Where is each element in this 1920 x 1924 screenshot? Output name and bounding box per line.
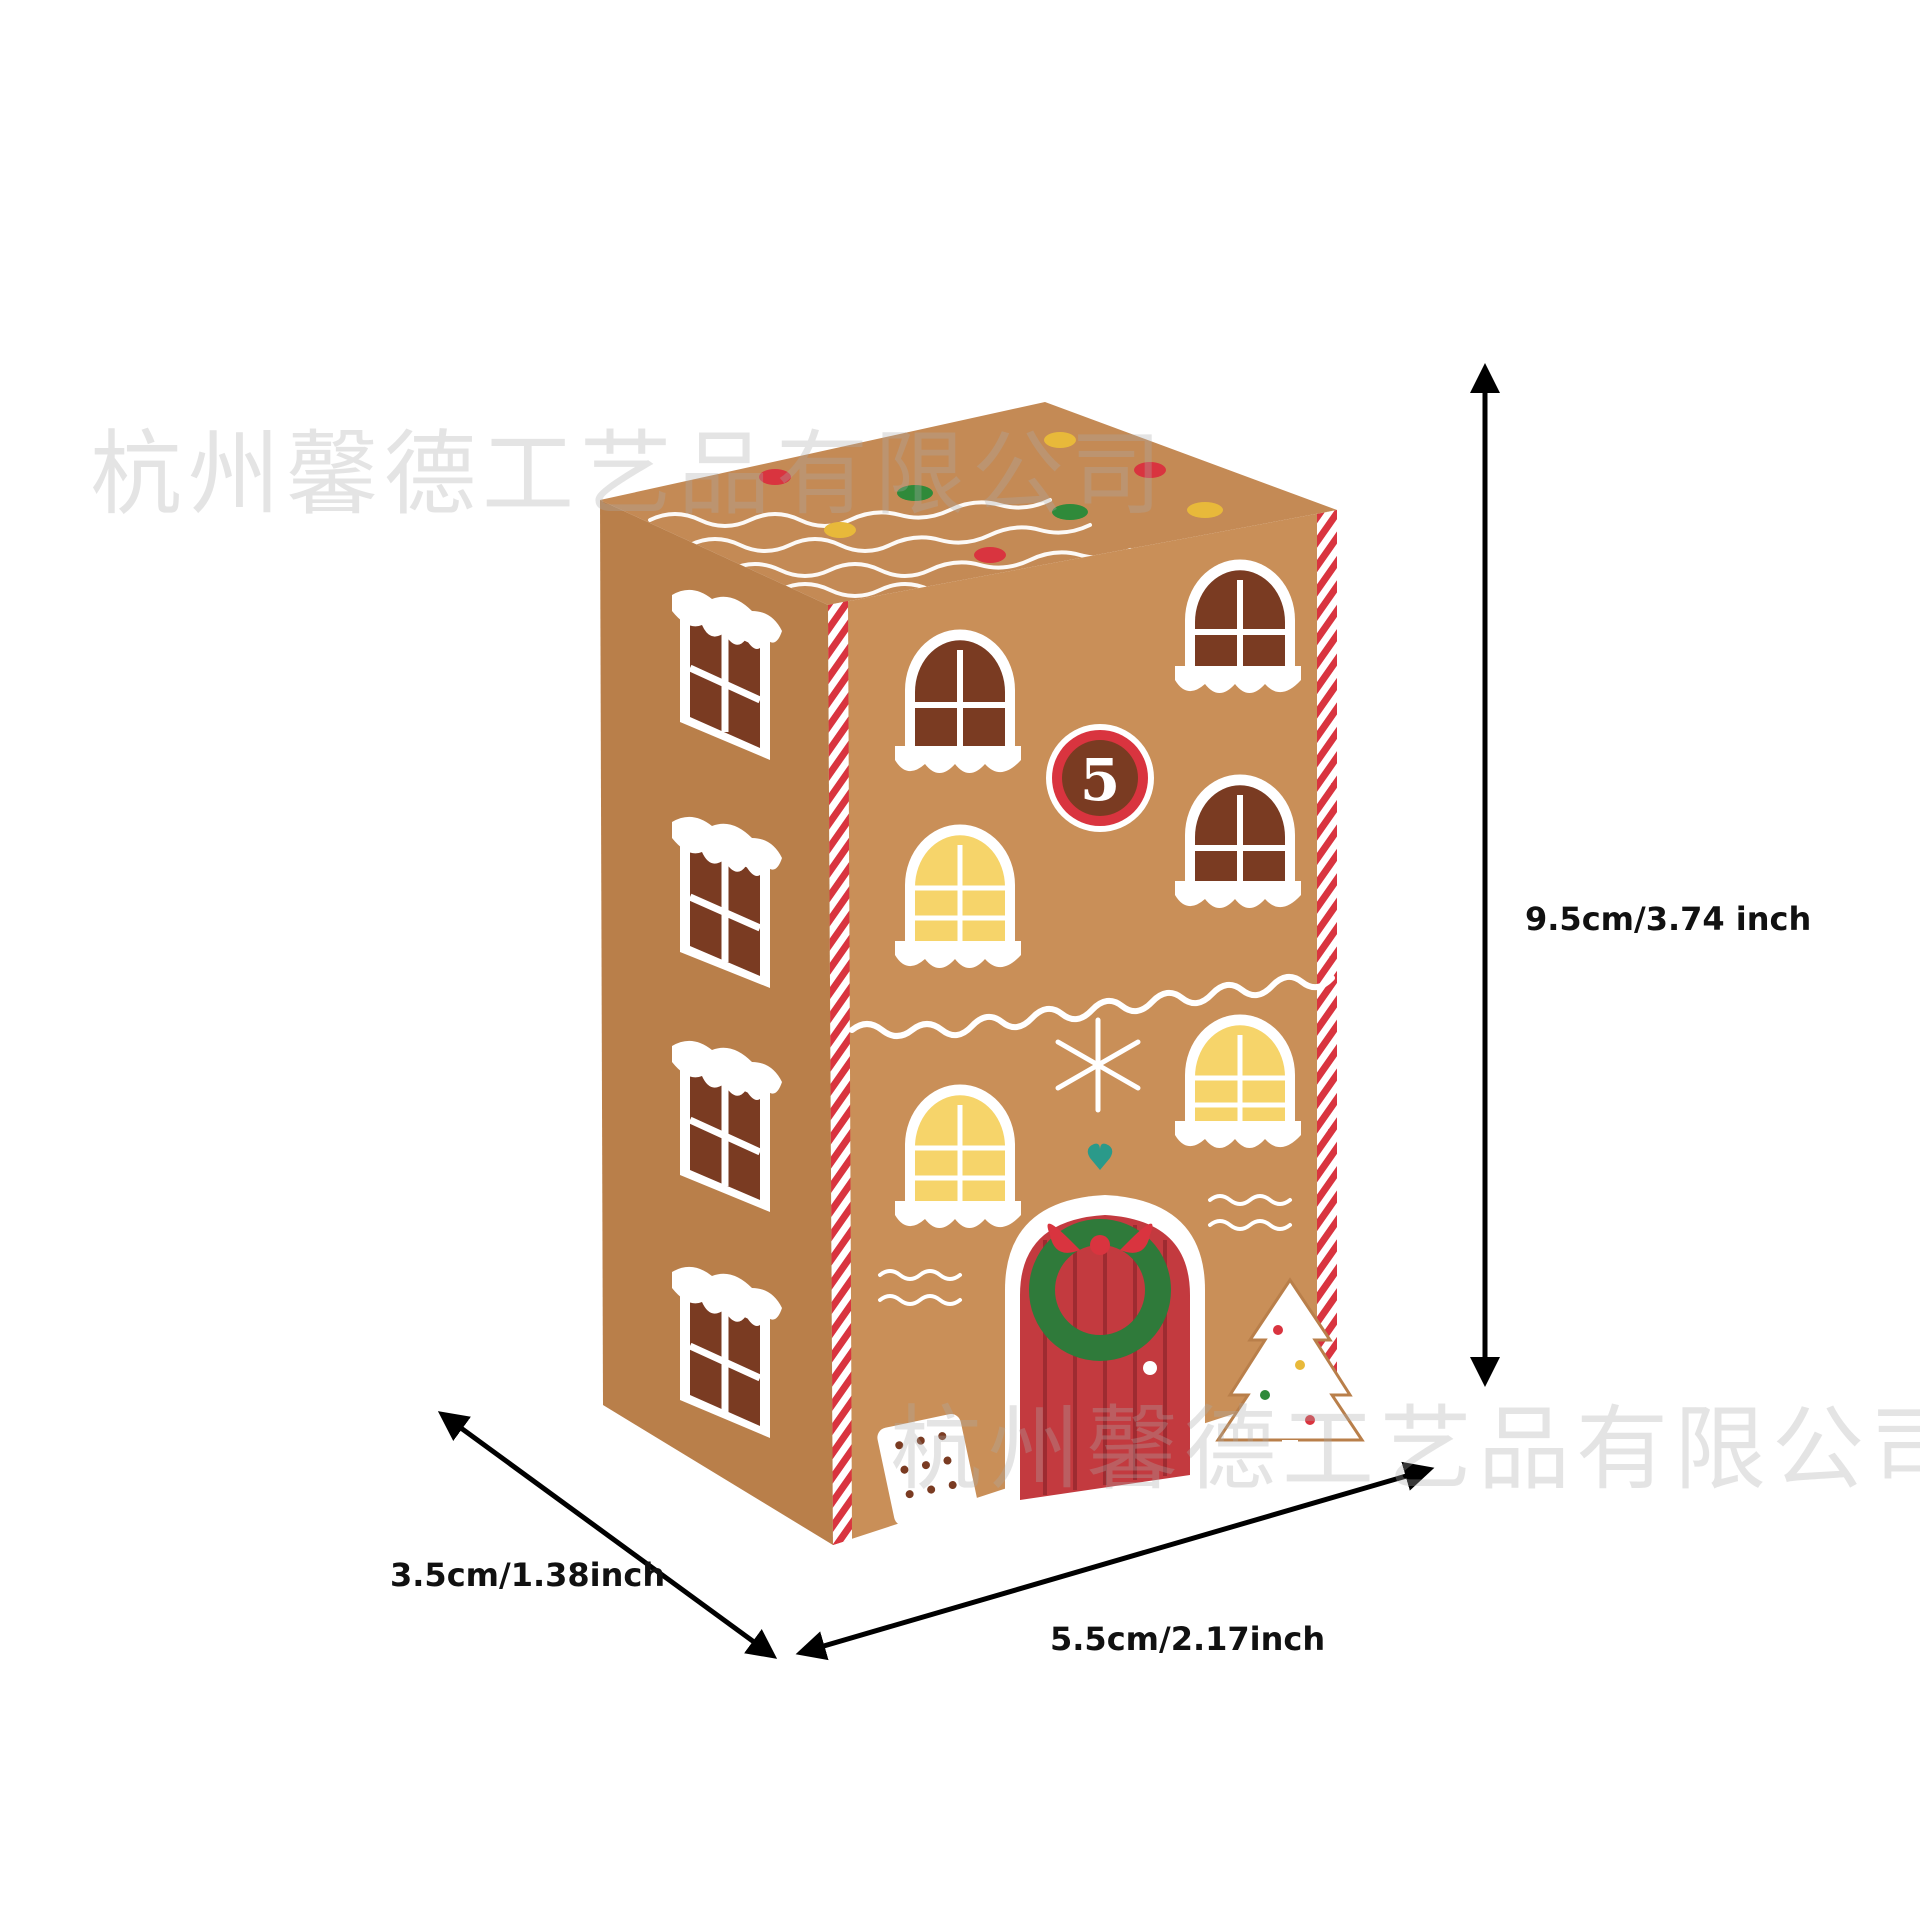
icing-divider — [849, 973, 1335, 1039]
candy-dots — [759, 432, 1223, 563]
dimension-arrows — [437, 363, 1500, 1661]
depth-label: 3.5cm/1.38inch — [390, 1556, 666, 1594]
wreath — [1029, 1143, 1171, 1361]
front-window-dark-2 — [1175, 559, 1301, 693]
icing-squiggles — [878, 1194, 1292, 1306]
box-side-face — [600, 500, 833, 1545]
candy-cane-edge-right — [1317, 510, 1337, 1386]
front-window-lit-1 — [895, 824, 1021, 968]
height-label: 9.5cm/3.74 inch — [1525, 900, 1812, 938]
christmas-tree-icon — [1215, 1277, 1365, 1460]
candy-cane-edge-left — [828, 601, 852, 1545]
door-number: 5 — [1080, 746, 1120, 814]
front-window-lit-3 — [895, 1084, 1021, 1228]
front-window-dark-1 — [895, 629, 1021, 773]
door-number-medallion: 5 — [1046, 724, 1154, 832]
side-window-4 — [672, 1266, 782, 1438]
width-label: 5.5cm/2.17inch — [1050, 1620, 1326, 1658]
heart-icon — [1087, 1143, 1113, 1170]
snowflake-icon — [1055, 1017, 1141, 1113]
width-arrow — [795, 1461, 1435, 1661]
depth-arrow — [437, 1411, 778, 1659]
side-window-3 — [672, 1040, 782, 1212]
front-window-dark-3 — [1175, 774, 1301, 908]
side-window-1 — [672, 589, 782, 760]
side-window-2 — [672, 816, 782, 988]
box-front-face: 5 — [828, 510, 1365, 1545]
front-window-lit-2 — [1175, 1014, 1301, 1148]
